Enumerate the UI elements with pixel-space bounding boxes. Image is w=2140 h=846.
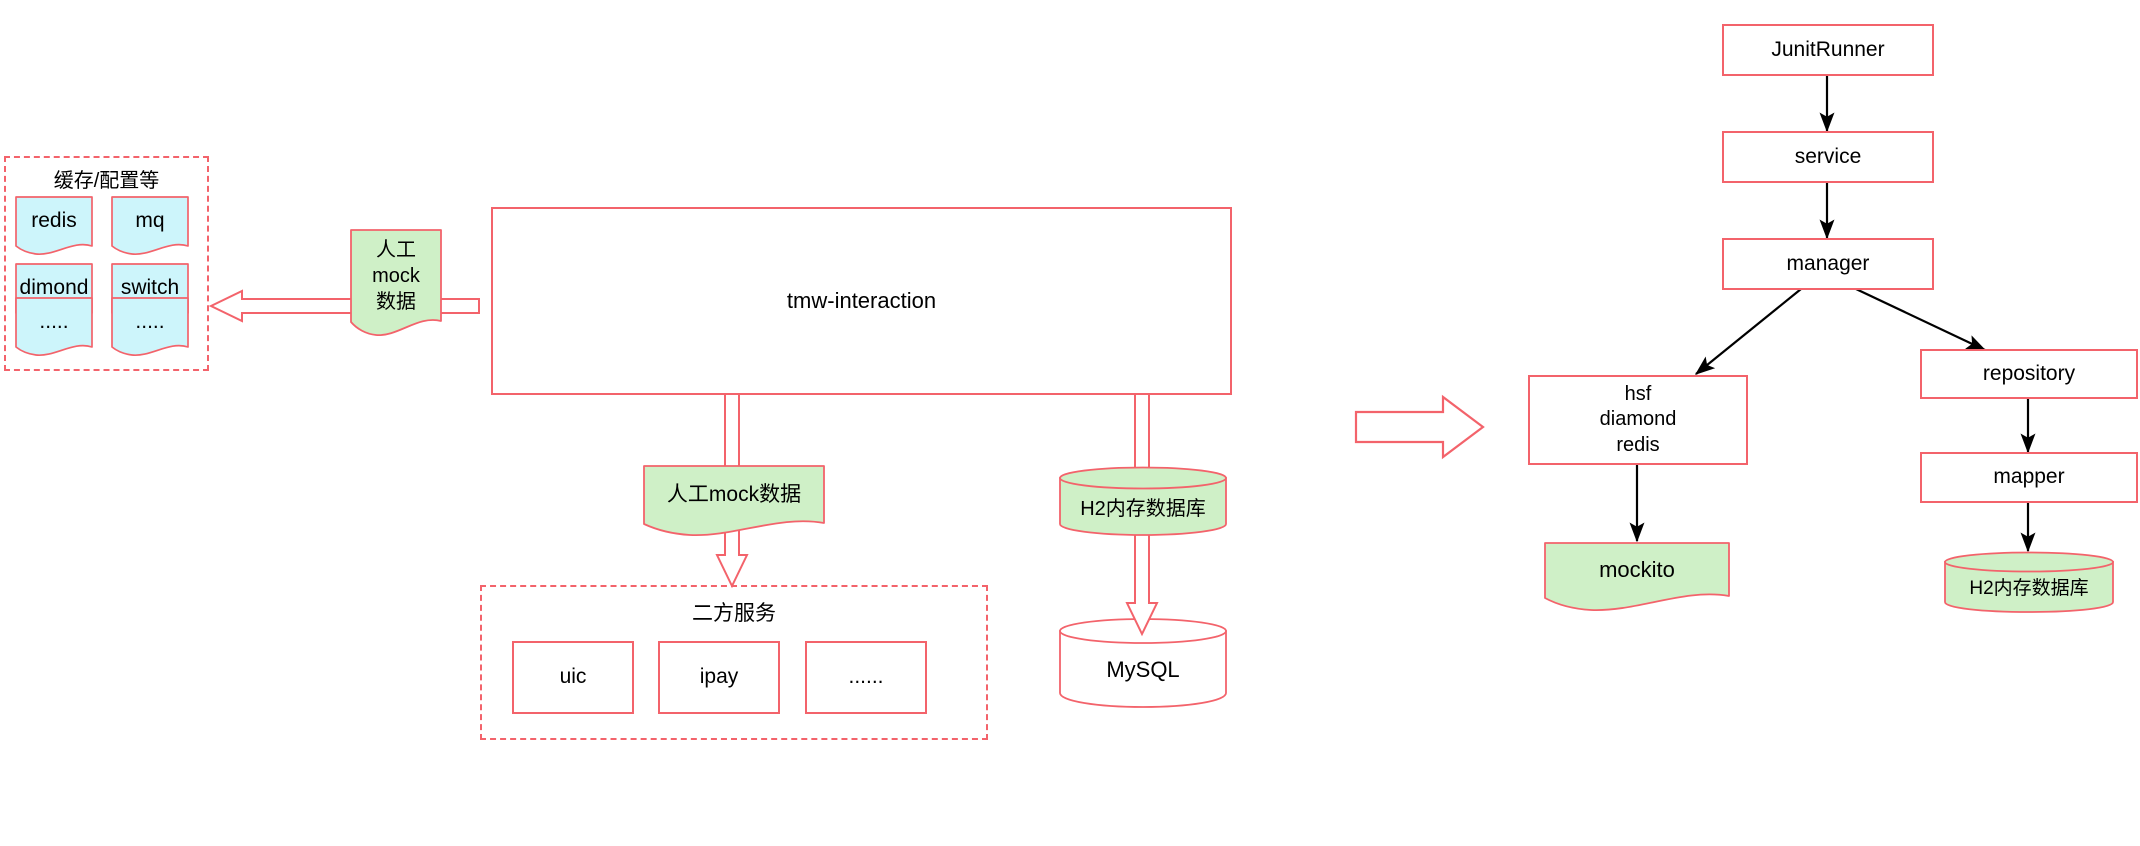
doc-mq: mq [111, 196, 189, 258]
flow-node-manager: manager [1722, 238, 1934, 290]
doc-manual-mock-data-note: 人工mock数据 [643, 465, 825, 538]
transition-right-arrow [1354, 394, 1485, 460]
flow-node-repository: repository [1920, 349, 2138, 399]
flow-node-hsf-diamond-redis: hsf diamond redis [1528, 375, 1748, 465]
cylinder-h2-memory-db: H2内存数据库 [1058, 466, 1228, 536]
cylinder-h2-memory-db-right: H2内存数据库 [1943, 551, 2115, 613]
cache-config-group [4, 156, 209, 371]
flow-node-service: service [1722, 131, 1934, 183]
doc-redis: redis [15, 196, 93, 258]
service-ellipsis-box: ...... [805, 641, 927, 714]
doc-ellipsis-right: ..... [111, 297, 189, 359]
doc-mockito: mockito [1544, 542, 1730, 612]
doc-ellipsis-left: ..... [15, 297, 93, 359]
flow-node-mapper: mapper [1920, 452, 2138, 503]
service-uic-box: uic [512, 641, 634, 714]
cache-config-group-title: 缓存/配置等 [53, 170, 160, 192]
doc-manual-mock-note: 人工 mock 数据 [350, 229, 442, 341]
tmw-interaction-box: tmw-interaction [491, 207, 1232, 395]
service-ipay-box: ipay [658, 641, 780, 714]
second-party-services-group [480, 585, 988, 740]
second-party-services-title: 二方服务 [692, 602, 776, 625]
flow-node-junitrunner: JunitRunner [1722, 24, 1934, 76]
